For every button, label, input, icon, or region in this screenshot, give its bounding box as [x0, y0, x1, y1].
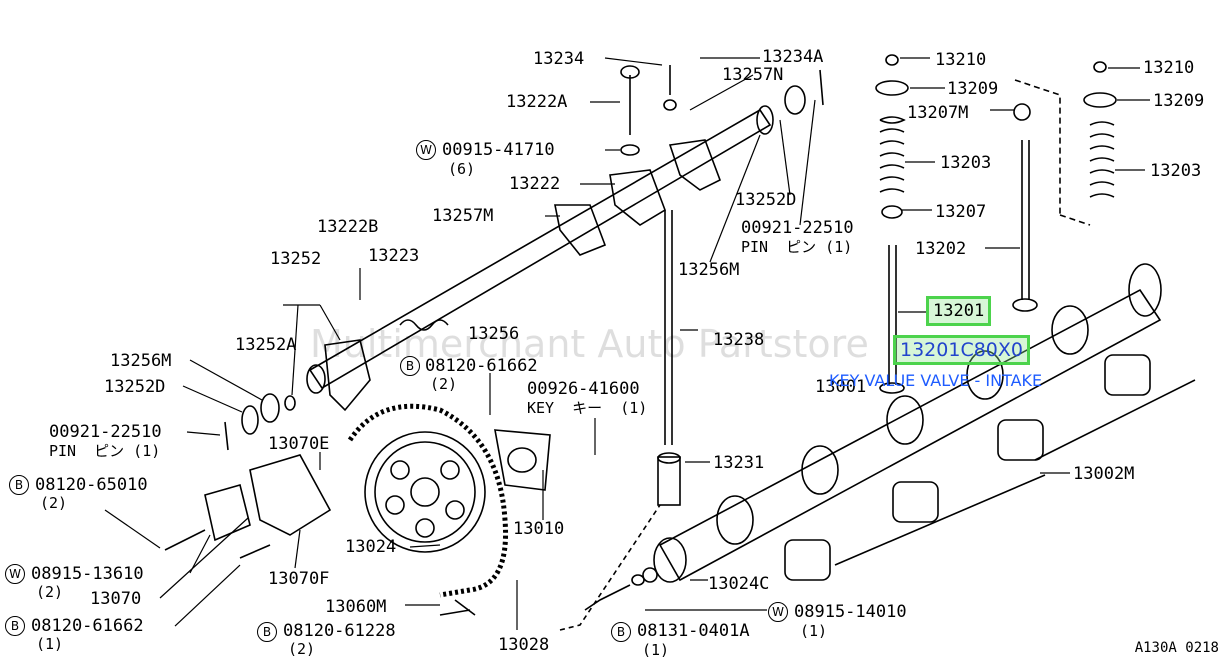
label-13234a: 13234A	[762, 47, 824, 67]
label-08915-14010: 08915-14010	[794, 602, 907, 622]
label-13203-a: 13203	[940, 153, 992, 173]
cam-sprocket	[364, 431, 486, 553]
label-13252d-top: 13252D	[735, 190, 797, 210]
figure-reference: A130A 0218	[1134, 640, 1219, 656]
label-13002m: 13002M	[1073, 464, 1135, 484]
label-08120-65010: 08120-65010	[35, 475, 148, 495]
label-13070f: 13070F	[268, 569, 330, 589]
rocker-arm	[668, 139, 722, 191]
label-13024: 13024	[345, 537, 397, 557]
label-13210-b: 13210	[1143, 58, 1195, 78]
highlight-part-number[interactable]: 13201C80X0	[893, 335, 1030, 365]
qty-08120-61662-top: (2)	[430, 375, 458, 393]
qty-08120-65010: (2)	[40, 494, 68, 512]
bolt-symbol: B	[611, 622, 631, 642]
label-13223: 13223	[368, 246, 420, 266]
rocker-arm	[324, 339, 371, 412]
qty-08120-61662-bot: (1)	[36, 635, 64, 653]
label-13060m: 13060M	[325, 597, 387, 617]
qty-08915-14010: (1)	[800, 622, 828, 640]
washer-symbol: W	[5, 564, 25, 584]
label-13256m-top: 13256M	[678, 260, 740, 280]
key-label: KEY キー (1)	[527, 399, 648, 417]
label-13234: 13234	[533, 49, 585, 69]
chain-tensioner	[249, 454, 332, 536]
label-13257n: 13257N	[722, 65, 784, 85]
label-13231: 13231	[713, 453, 765, 473]
label-13256m-left: 13256M	[110, 351, 172, 371]
label-13222: 13222	[509, 174, 561, 194]
bolt-symbol: B	[9, 475, 29, 495]
qty-08915-13610: (2)	[36, 583, 64, 601]
label-13222b: 13222B	[317, 217, 379, 237]
label-13201: 13201	[933, 301, 985, 321]
label-13024c: 13024C	[708, 574, 770, 594]
rocker-shaft	[308, 108, 772, 390]
qty-08131-0401a: (1)	[642, 641, 670, 659]
label-13010: 13010	[513, 519, 565, 539]
label-13070e: 13070E	[268, 434, 330, 454]
label-13252a: 13252A	[235, 335, 297, 355]
label-00915-41710: 00915-41710	[442, 140, 555, 160]
label-08120-61662-top: 08120-61662	[425, 356, 538, 376]
label-13202: 13202	[915, 239, 967, 259]
valve-spring	[879, 116, 906, 193]
qty-00915-41710: (6)	[448, 160, 476, 178]
bolt-symbol: B	[257, 622, 277, 642]
label-13207m: 13207M	[907, 103, 969, 123]
washer-symbol: W	[768, 602, 788, 622]
label-13238: 13238	[713, 330, 765, 350]
label-13001: 13001	[815, 377, 867, 397]
label-08120-61228: 08120-61228	[283, 621, 396, 641]
label-13210-a: 13210	[935, 50, 987, 70]
label-00921-22510-top: 00921-22510	[741, 218, 854, 238]
label-13252: 13252	[270, 249, 322, 269]
label-00926-41600: 00926-41600	[527, 379, 640, 399]
rocker-arm	[609, 169, 666, 226]
label-13070: 13070	[90, 589, 142, 609]
label-00921-22510-left: 00921-22510	[49, 422, 162, 442]
label-13203-b: 13203	[1150, 161, 1202, 181]
label-13209-b: 13209	[1153, 91, 1205, 111]
label-13252d-left: 13252D	[104, 377, 166, 397]
part-description: KEY VALUE VALVE - INTAKE	[829, 371, 1043, 390]
label-13209-a: 13209	[947, 79, 999, 99]
part-number-text: 13201C80X0	[900, 339, 1023, 361]
rocker-arm	[554, 204, 607, 256]
label-13222a: 13222A	[506, 92, 568, 112]
bolt-symbol: B	[5, 616, 25, 636]
label-08915-13610: 08915-13610	[31, 564, 144, 584]
valve-spring	[1089, 121, 1115, 198]
pin-top: PIN ピン (1)	[741, 238, 853, 256]
label-13207: 13207	[935, 202, 987, 222]
camshaft	[658, 288, 1162, 582]
label-08131-0401a: 08131-0401A	[637, 621, 750, 641]
highlight-box-13201[interactable]: 13201	[926, 296, 992, 326]
timing-chain	[347, 403, 509, 598]
label-08120-61662-bot: 08120-61662	[31, 616, 144, 636]
pin-left: PIN ピン (1)	[49, 442, 161, 460]
bolt-symbol: B	[400, 356, 420, 376]
washer-symbol: W	[416, 140, 436, 160]
label-13028: 13028	[498, 635, 550, 655]
qty-08120-61228: (2)	[288, 640, 316, 658]
label-13257m: 13257M	[432, 206, 494, 226]
label-13256: 13256	[468, 324, 520, 344]
